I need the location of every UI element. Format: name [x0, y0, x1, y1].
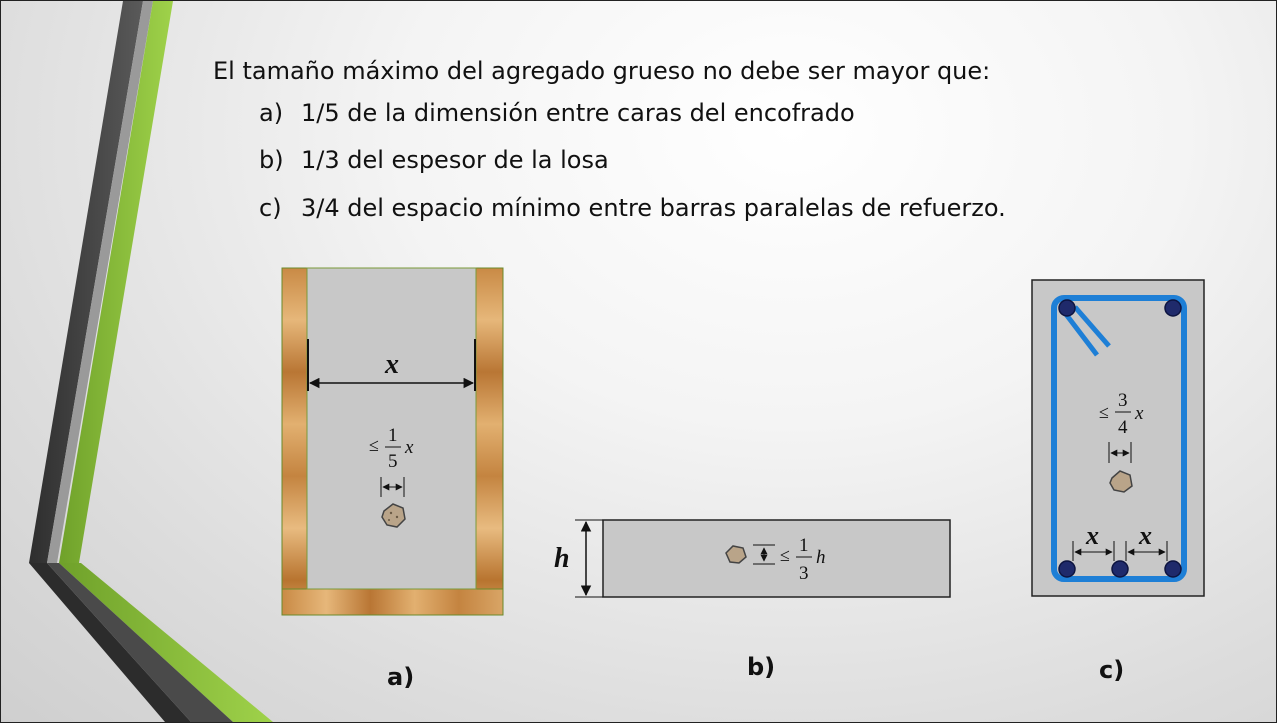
figure-b: h ≤ 1 3 h	[554, 519, 951, 598]
spacing-label: x	[1085, 521, 1099, 550]
stirrup-hook	[1063, 311, 1099, 357]
list-item-a: a) 1/5 de la dimensión entre caras del en…	[259, 99, 855, 127]
figure-c: ≤ 3 4 x x x	[1031, 279, 1205, 597]
dark-diagonal	[29, 563, 191, 722]
list-item-b: b) 1/3 del espesor de la losa	[259, 146, 609, 174]
decorative-stripes	[29, 1, 273, 722]
list-item-c: c) 3/4 del espacio mínimo entre barras pa…	[259, 194, 1006, 222]
concrete-fill	[306, 267, 477, 590]
aggregate-stone	[381, 503, 406, 528]
figure-b-caption: b)	[747, 653, 776, 681]
rebar	[1164, 299, 1182, 317]
stirrup	[1051, 295, 1187, 582]
item-text: 3/4 del espacio mínimo entre barras para…	[301, 194, 1006, 222]
item-letter: a)	[259, 99, 284, 127]
item-letter: b)	[259, 146, 284, 174]
item-letter: c)	[259, 194, 282, 222]
figure-a: x ≤ 1 5 x	[281, 267, 504, 616]
le-sign: ≤	[1099, 402, 1109, 422]
fraction-denominator: 5	[388, 451, 398, 472]
rebar	[1058, 560, 1076, 578]
fraction-denominator: 4	[1118, 417, 1128, 438]
formwork-left	[281, 267, 308, 616]
fraction-numerator: 1	[388, 425, 398, 446]
figure-c-caption: c)	[1099, 656, 1125, 684]
aggregate-stone	[725, 545, 747, 564]
fraction-denominator: 3	[799, 563, 809, 584]
spacing-label: x	[1138, 521, 1152, 550]
green-diagonal	[59, 563, 273, 722]
item-text: 1/5 de la dimensión entre caras del enco…	[301, 99, 855, 127]
rebar	[1164, 560, 1182, 578]
green-stripe	[59, 1, 173, 563]
fraction-variable: x	[1134, 403, 1144, 424]
slab	[602, 519, 951, 598]
formwork-bottom	[281, 588, 504, 616]
fraction-variable: h	[816, 547, 826, 568]
rebar	[1058, 299, 1076, 317]
dimension-label: x	[384, 349, 399, 380]
le-sign: ≤	[369, 435, 379, 455]
rebar	[1111, 560, 1129, 578]
beam-section	[1031, 279, 1205, 597]
dark-diagonal-2	[47, 563, 233, 722]
slide-heading: El tamaño máximo del agregado grueso no …	[213, 57, 991, 85]
stirrup-hook	[1073, 305, 1111, 348]
le-sign: ≤	[780, 545, 790, 565]
dark-stripe-grey	[47, 1, 153, 563]
dark-stripe	[29, 1, 143, 563]
aggregate-stone	[1109, 470, 1133, 493]
fraction-numerator: 3	[1118, 390, 1128, 411]
fraction-variable: x	[404, 437, 414, 458]
fraction-numerator: 1	[799, 535, 809, 556]
thickness-label: h	[554, 543, 570, 574]
formwork-right	[475, 267, 504, 616]
figure-a-caption: a)	[387, 663, 415, 691]
item-text: 1/3 del espesor de la losa	[301, 146, 609, 174]
